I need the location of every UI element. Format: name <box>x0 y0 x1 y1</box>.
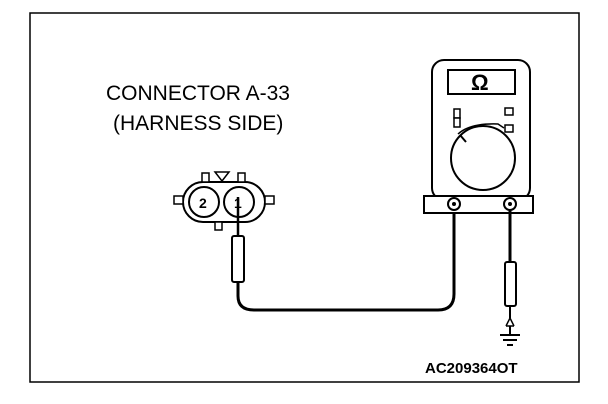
test-lead-connector <box>236 209 456 312</box>
connector-a33: 2 1 <box>173 171 275 231</box>
ohmmeter: Ω <box>423 59 534 214</box>
ohm-icon: Ω <box>471 70 489 95</box>
connector-probe <box>231 197 245 283</box>
pin-2-label: 2 <box>199 195 207 211</box>
test-lead-ground <box>504 210 517 334</box>
selector-dial <box>450 125 516 191</box>
lock-triangle-icon <box>213 171 231 183</box>
ground-icon <box>500 334 520 346</box>
connector-title: CONNECTOR A-33 <box>106 82 290 105</box>
pin-2-cavity <box>188 186 220 218</box>
meter-display <box>447 69 516 95</box>
connector-subtitle: (HARNESS SIDE) <box>113 112 283 135</box>
figure-code: AC209364OT <box>425 360 518 377</box>
diagram-frame <box>29 12 580 383</box>
